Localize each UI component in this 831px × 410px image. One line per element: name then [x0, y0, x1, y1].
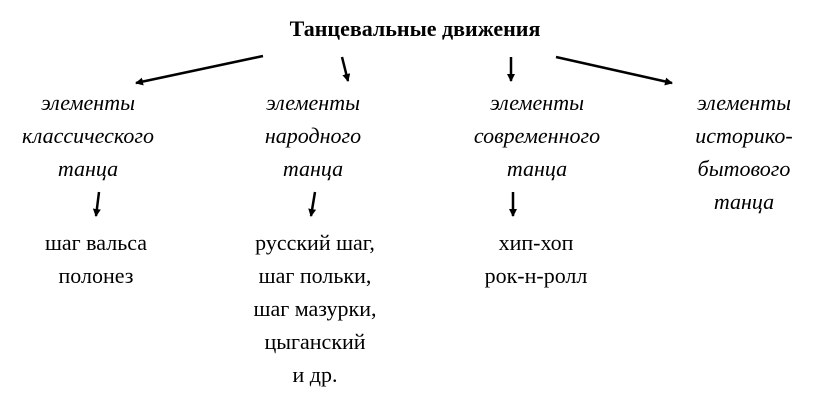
example-item: цыганский — [264, 329, 366, 354]
category-historical: элементы историко- бытового танца — [695, 86, 792, 218]
example-item: хип-хоп — [498, 230, 574, 255]
category-modern: элементы современного танца — [474, 86, 600, 185]
category-line: танца — [713, 189, 775, 214]
diagram-title: Танцевальные движения — [289, 16, 541, 41]
category-line: современного — [473, 123, 601, 148]
example-item: шаг польки, — [258, 263, 372, 288]
category-line: классического — [22, 123, 154, 148]
category-line: танца — [506, 156, 568, 181]
category-line: элементы — [40, 90, 135, 115]
category-classical: элементы классического танца — [22, 86, 154, 185]
category-line: танца — [57, 156, 119, 181]
arrow-classical-examples — [92, 191, 101, 217]
category-line: народного — [264, 123, 362, 148]
category-line: элементы — [265, 90, 360, 115]
arrow-to-classical — [135, 54, 264, 86]
arrow-to-historical — [555, 55, 673, 86]
example-item: шаг вальса — [44, 230, 148, 255]
examples-classical: шаг вальса полонез — [45, 226, 147, 292]
category-line: историко- — [695, 123, 793, 148]
examples-modern: хип-хоп рок-н-ролл — [485, 226, 588, 292]
category-line: танца — [282, 156, 344, 181]
arrow-to-folk — [340, 56, 351, 82]
arrow-folk-examples — [308, 191, 317, 217]
category-folk: элементы народного танца — [265, 86, 361, 185]
example-item: русский шаг, — [255, 230, 375, 255]
example-item: рок-н-ролл — [484, 263, 588, 288]
examples-folk: русский шаг, шаг польки, шаг мазурки, цы… — [254, 226, 377, 391]
category-line: элементы — [696, 90, 791, 115]
example-item: полонез — [58, 263, 134, 288]
example-item: шаг мазурки, — [253, 296, 377, 321]
example-item: и др. — [292, 362, 338, 387]
category-line: элементы — [489, 90, 585, 115]
category-line: бытового — [697, 156, 791, 181]
